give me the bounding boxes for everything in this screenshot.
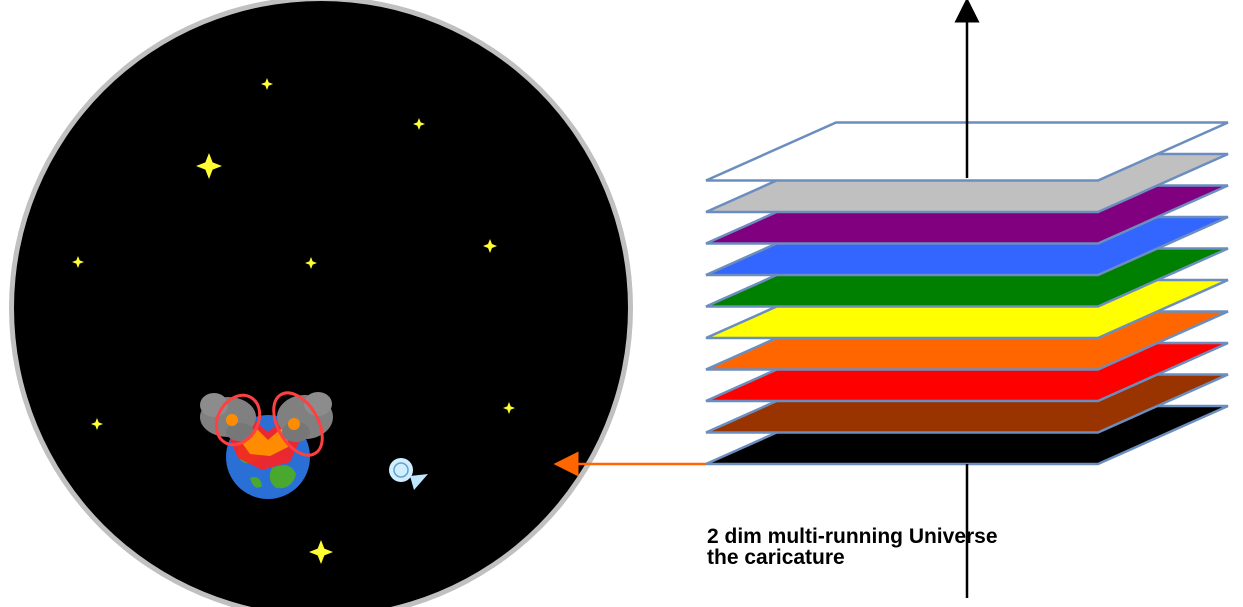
stars <box>72 78 515 564</box>
caption-line-2: the caricature <box>707 546 845 569</box>
star-icon <box>413 118 425 130</box>
satellite-icon <box>389 458 428 490</box>
star-icon <box>483 239 497 253</box>
explosion-cloud-right <box>272 391 333 457</box>
layer-stack <box>705 121 1229 466</box>
star-icon <box>261 78 273 90</box>
star-icon <box>196 153 222 179</box>
star-icon <box>503 402 515 414</box>
star-icon <box>309 540 333 564</box>
caption-line-1: 2 dim multi-running Universe <box>707 525 998 548</box>
star-icon <box>305 257 317 269</box>
universe-circle <box>9 0 633 607</box>
star-icon <box>72 256 84 268</box>
explosion-cloud-left <box>200 393 262 447</box>
star-icon <box>91 418 103 430</box>
